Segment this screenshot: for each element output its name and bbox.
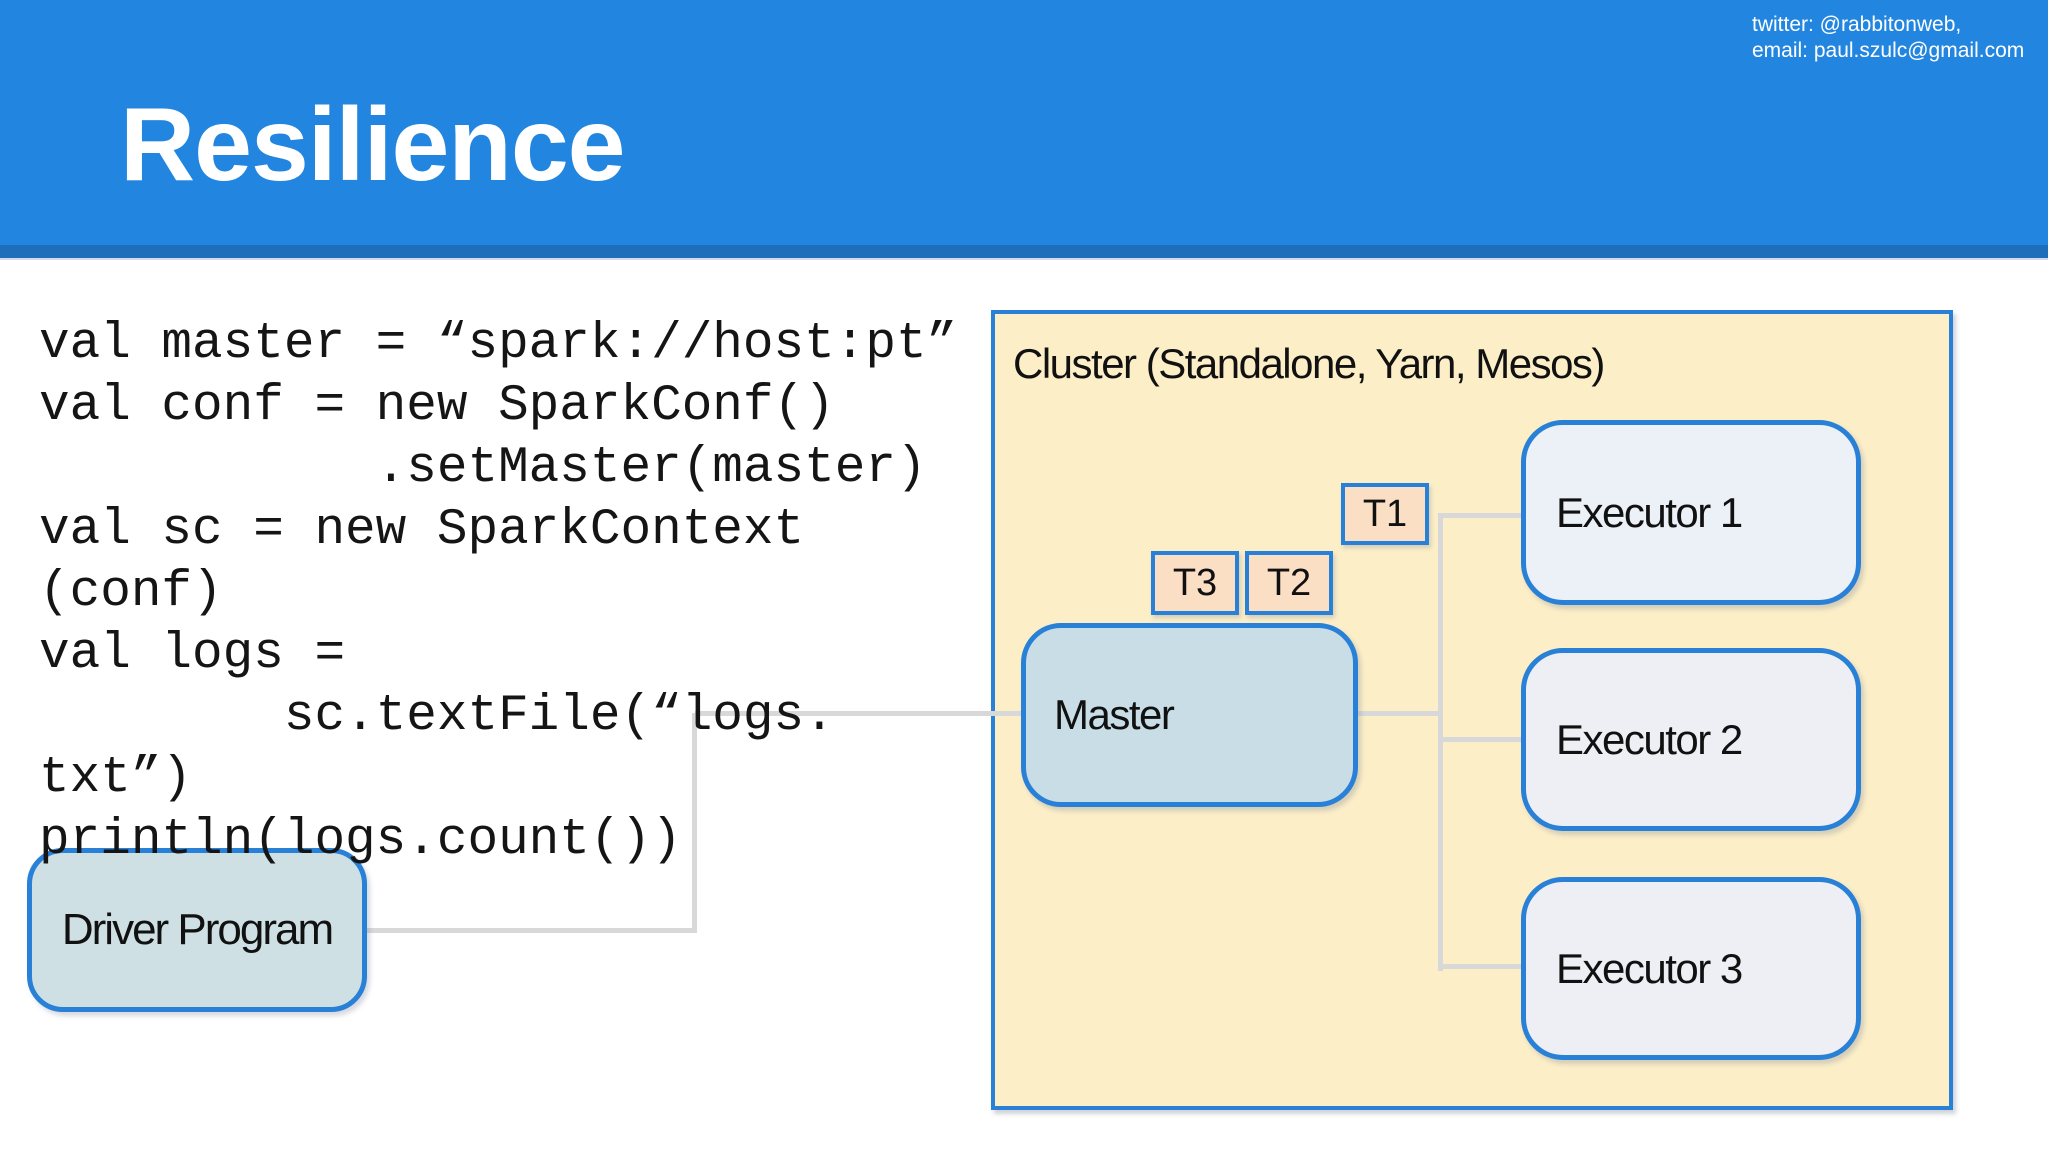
contact-info: twitter: @rabbitonweb, email: paul.szulc…	[1752, 12, 2024, 64]
connector-master-to-trunk	[1358, 711, 1443, 716]
executor-3-node: Executor 3	[1521, 877, 1861, 1060]
master-node: Master	[1021, 623, 1358, 807]
page-title: Resilience	[120, 87, 626, 203]
code-line: txt”)	[39, 750, 193, 807]
task-t1-label: T1	[1362, 492, 1408, 535]
code-line: val master = “spark://host:pt”	[39, 316, 958, 373]
master-label: Master	[1054, 691, 1175, 738]
code-line: (conf)	[39, 564, 223, 621]
task-t3-label: T3	[1172, 561, 1218, 604]
connector-driver-horizontal	[367, 928, 695, 933]
header-accent-strip	[0, 245, 2048, 258]
connector-branch-executor-3	[1441, 964, 1522, 969]
executor-2-node: Executor 2	[1521, 648, 1861, 831]
contact-email: email: paul.szulc@gmail.com	[1752, 39, 2025, 62]
driver-program-label: Driver Program	[61, 905, 334, 954]
code-line: val sc = new SparkContext	[39, 502, 805, 559]
task-box-t1: T1	[1341, 483, 1429, 545]
code-line: .setMaster(master)	[39, 440, 927, 497]
cluster-title: Cluster (Standalone, Yarn, Mesos)	[1013, 340, 1605, 387]
driver-program-node: Driver Program	[27, 848, 367, 1012]
executor-1-label: Executor 1	[1556, 488, 1743, 536]
code-line: sc.textFile(“logs.	[39, 688, 835, 745]
task-box-t2: T2	[1245, 551, 1333, 615]
code-line: println(logs.count())	[39, 812, 682, 869]
task-box-t3: T3	[1151, 551, 1239, 615]
executor-2-label: Executor 2	[1556, 715, 1743, 763]
connector-to-master	[695, 711, 1021, 716]
code-line: val logs =	[39, 626, 346, 683]
executor-1-node: Executor 1	[1521, 420, 1861, 605]
executor-3-label: Executor 3	[1556, 944, 1743, 992]
code-line: val conf = new SparkConf()	[39, 378, 835, 435]
task-t2-label: T2	[1266, 561, 1312, 604]
connector-driver-vertical	[692, 713, 697, 933]
header-banner	[0, 0, 2048, 245]
connector-branch-executor-2	[1441, 737, 1522, 742]
code-block: val master = “spark://host:pt” val conf …	[39, 314, 957, 872]
connector-branch-executor-1	[1441, 513, 1522, 518]
connector-trunk-vertical	[1438, 513, 1443, 971]
contact-twitter: twitter: @rabbitonweb,	[1752, 13, 1962, 36]
